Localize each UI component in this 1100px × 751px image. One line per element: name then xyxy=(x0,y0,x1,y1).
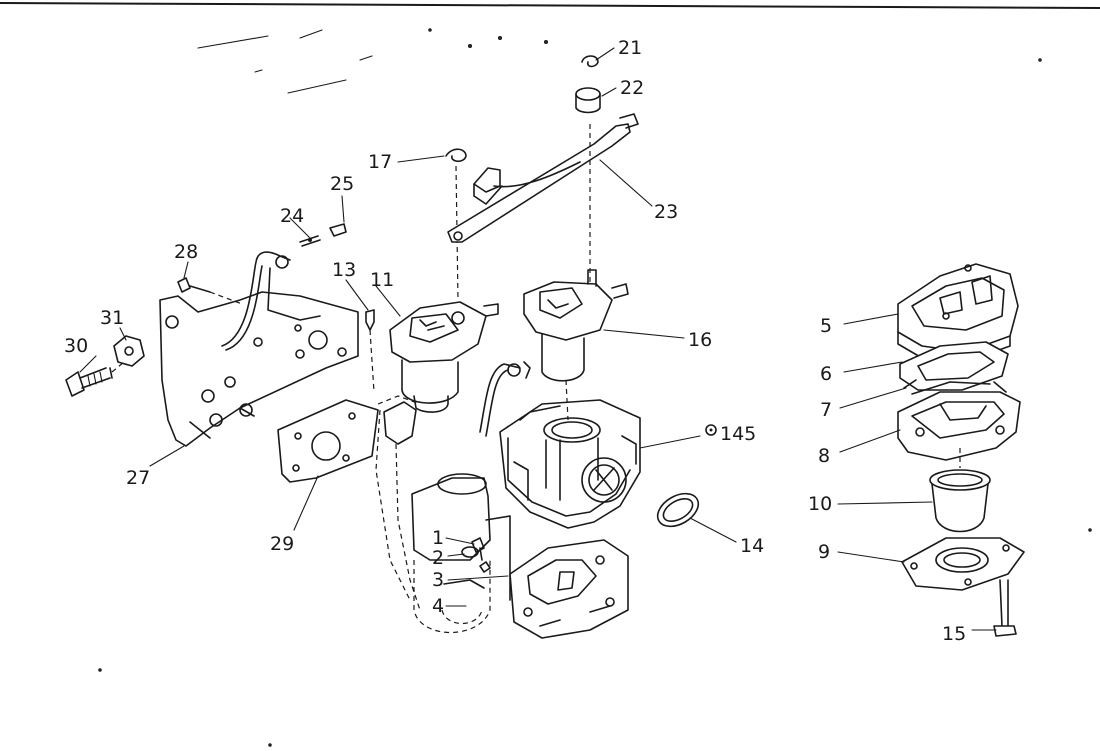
label-5: 5 xyxy=(820,315,832,337)
label-13: 13 xyxy=(332,259,356,281)
gasket-plate-3 xyxy=(509,539,629,639)
label-8: 8 xyxy=(818,445,830,467)
gasket-4 xyxy=(443,579,485,589)
top-border-line xyxy=(0,2,1100,9)
label-29: 29 xyxy=(270,533,294,555)
label-1: 1 xyxy=(432,527,444,549)
bolt-30 xyxy=(65,361,125,397)
label-23: 23 xyxy=(654,201,678,223)
label-17: 17 xyxy=(368,151,392,173)
shaft-lines xyxy=(479,361,569,437)
cup-10 xyxy=(929,469,991,533)
label-30: 30 xyxy=(64,335,88,357)
pin-24 xyxy=(299,235,321,247)
label-16: 16 xyxy=(688,329,712,351)
body-8 xyxy=(897,391,1021,468)
screw-13 xyxy=(365,309,375,393)
collar-22 xyxy=(575,87,601,114)
plate-9 xyxy=(901,537,1025,591)
screw-28 xyxy=(177,277,243,305)
screw-145 xyxy=(705,424,717,436)
label-2: 2 xyxy=(432,547,444,569)
throttle-valve-16 xyxy=(523,269,629,382)
float-chamber-housing xyxy=(375,395,511,634)
bolt-15 xyxy=(993,579,1017,637)
clip-17 xyxy=(445,148,467,163)
label-3: 3 xyxy=(432,569,444,591)
nut-31 xyxy=(113,335,145,367)
label-14: 14 xyxy=(740,535,764,557)
label-9: 9 xyxy=(818,541,830,563)
o-ring-14 xyxy=(656,492,700,528)
label-6: 6 xyxy=(820,363,832,385)
cover-5 xyxy=(897,263,1019,363)
label-27: 27 xyxy=(126,467,150,489)
label-4: 4 xyxy=(432,595,444,617)
gasket-6 xyxy=(899,341,1009,391)
clip-21 xyxy=(581,55,599,68)
scan-artifacts xyxy=(98,28,1092,747)
throttle-valve-11 xyxy=(389,301,499,413)
leader-lines xyxy=(79,47,997,631)
jet-2 xyxy=(461,546,491,573)
label-31: 31 xyxy=(100,307,124,329)
choke-rod xyxy=(221,251,321,351)
label-10: 10 xyxy=(808,493,832,515)
carburetor-body xyxy=(499,399,641,529)
link-arm-23 xyxy=(447,113,639,243)
label-21: 21 xyxy=(618,37,642,59)
label-28: 28 xyxy=(174,241,198,263)
part-labels: 21 22 23 17 25 24 28 13 11 16 31 30 27 2… xyxy=(64,37,966,645)
label-22: 22 xyxy=(620,77,644,99)
clip-25 xyxy=(329,223,347,237)
label-15: 15 xyxy=(942,623,966,645)
label-7: 7 xyxy=(820,399,832,421)
label-11: 11 xyxy=(370,269,394,291)
gasket-29 xyxy=(277,399,379,483)
label-25: 25 xyxy=(330,173,354,195)
label-24: 24 xyxy=(280,205,304,227)
label-145: 145 xyxy=(720,423,756,445)
diaphragm-7 xyxy=(903,379,1007,395)
bracket-plate-27 xyxy=(159,291,359,447)
